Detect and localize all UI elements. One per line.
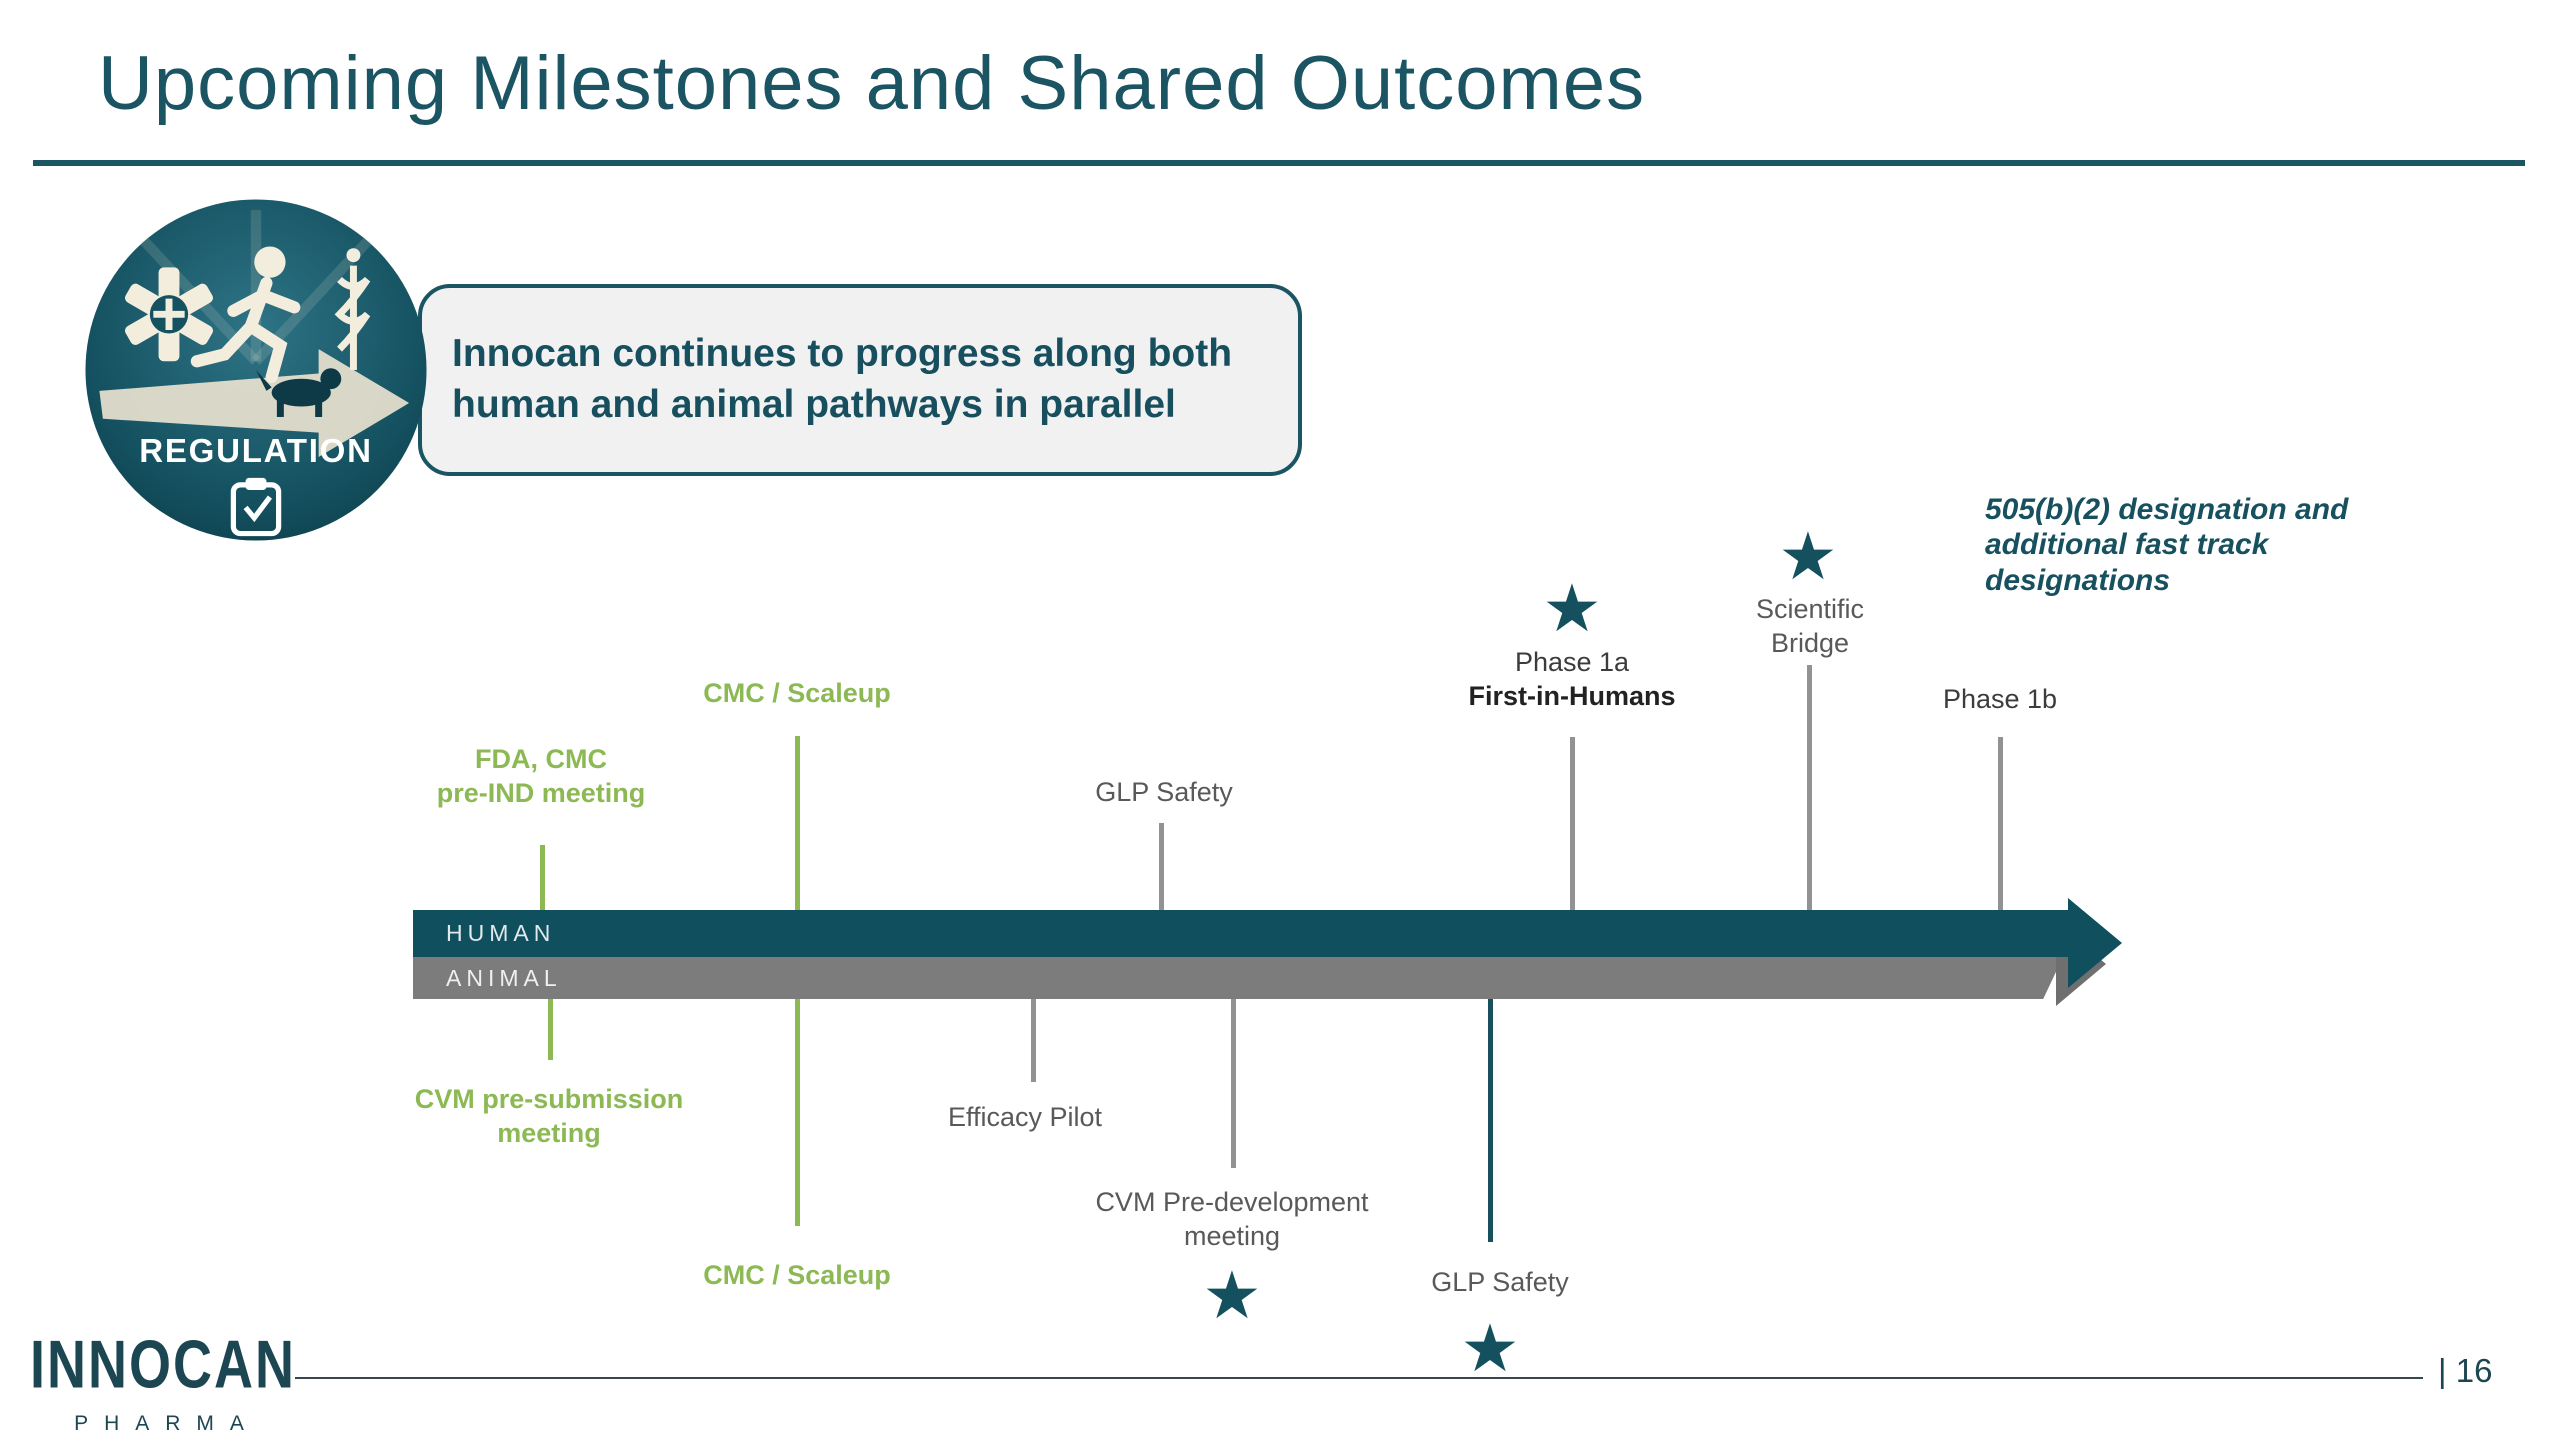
star-icon: ★ (1460, 1311, 1520, 1385)
milestone-label-glp-safety-animal: GLP Safety (1431, 1265, 1569, 1299)
milestone-label-cvm-pre-submission: CVM pre-submission meeting (415, 1082, 684, 1150)
footer-divider (295, 1377, 2423, 1379)
milestone-tick (1807, 665, 1812, 910)
callout-text: Innocan continues to progress along both… (452, 332, 1233, 426)
milestone-tick (1231, 998, 1236, 1168)
milestone-tick (1159, 823, 1164, 910)
callout-box: Innocan continues to progress along both… (418, 284, 1302, 476)
clipboard-icon (230, 477, 282, 537)
regulation-badge: REGULATION (82, 196, 430, 544)
milestone-line: Phase 1b (1942, 684, 2058, 714)
milestone-line: GLP Safety (1431, 1267, 1569, 1297)
milestone-tick (1998, 737, 2003, 910)
milestone-tick (795, 998, 800, 1226)
milestone-tick (540, 845, 545, 910)
animal-track: ANIMAL (413, 957, 2063, 999)
star-icon: ★ (1778, 519, 1838, 593)
milestone-label-glp-safety-human: GLP Safety (1095, 775, 1233, 809)
innocan-logo: INNOCAN PHARMA (30, 1326, 296, 1436)
milestone-tick (795, 736, 800, 910)
milestone-label-phase1b: Phase 1b (1943, 682, 2057, 716)
brand-name: INNOCAN (30, 1327, 296, 1403)
milestone-line: pre-IND meeting (436, 778, 646, 809)
caduceus-icon (334, 248, 371, 370)
milestone-line: Efficacy Pilot (947, 1102, 1103, 1132)
milestone-label-cvm-pre-development: CVM Pre-development meeting (1095, 1185, 1368, 1253)
milestone-line: CVM Pre-development (1095, 1187, 1369, 1217)
runner-icon (190, 246, 301, 384)
milestone-line: CMC / Scaleup (703, 1260, 891, 1290)
milestone-line: Phase 1a (1514, 647, 1630, 677)
milestone-tick (1488, 998, 1493, 1242)
milestone-label-phase1a: Phase 1a First-in-Humans (1468, 645, 1675, 713)
milestone-line: meeting (1183, 1221, 1281, 1252)
brand-subtitle: PHARMA (74, 1412, 260, 1435)
star-icon: ★ (1202, 1258, 1262, 1332)
milestone-line: Scientific (1755, 594, 1865, 624)
human-track-label: HUMAN (446, 920, 556, 946)
milestone-tick (1570, 737, 1575, 910)
dog-icon (256, 368, 342, 417)
milestone-label-cmc-scaleup-animal: CMC / Scaleup (703, 1258, 891, 1292)
fast-track-annotation: 505(b)(2) designation and additional fas… (1985, 493, 2349, 597)
milestone-label-efficacy-pilot: Efficacy Pilot (948, 1100, 1102, 1134)
milestone-line: Bridge (1770, 628, 1850, 659)
milestone-line: CVM pre-submission (414, 1084, 684, 1114)
milestone-tick (1031, 998, 1036, 1082)
badge-label: REGULATION (139, 433, 372, 470)
page-title: Upcoming Milestones and Shared Outcomes (98, 41, 1646, 126)
regulation-badge-graphic: REGULATION (85, 199, 427, 541)
milestone-label-scientific-bridge: Scientific Bridge (1756, 592, 1864, 660)
star-of-life-icon (125, 267, 213, 362)
milestone-line: CMC / Scaleup (703, 678, 891, 708)
milestone-line: meeting (497, 1118, 601, 1149)
milestone-line: First-in-Humans (1468, 681, 1676, 712)
milestone-label-fda-cmc-pre-ind: FDA, CMC pre-IND meeting (437, 742, 646, 810)
human-track: HUMAN (413, 910, 2071, 957)
page-number: | 16 (2438, 1352, 2493, 1389)
title-divider (33, 160, 2525, 166)
timeline-arrowhead (2068, 898, 2122, 988)
milestone-label-cmc-scaleup-human: CMC / Scaleup (703, 676, 891, 710)
star-icon: ★ (1542, 571, 1602, 645)
milestone-tick (548, 998, 553, 1060)
milestone-line: FDA, CMC (475, 744, 607, 774)
milestone-line: GLP Safety (1095, 777, 1233, 807)
animal-track-label: ANIMAL (446, 964, 562, 991)
